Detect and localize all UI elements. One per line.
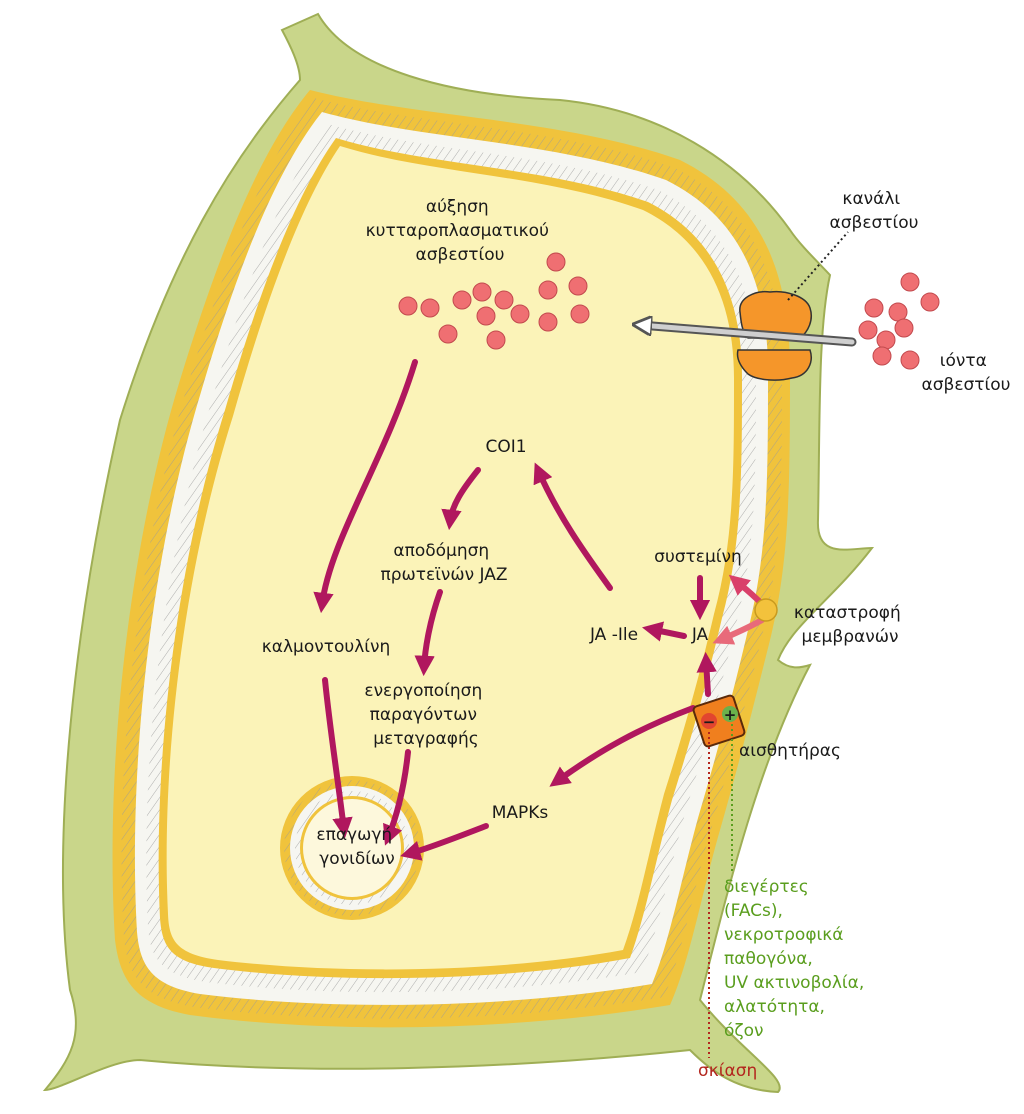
arrow-ja-to-jaile — [642, 621, 687, 642]
arrow-calcium-to-calmodulin — [313, 359, 418, 614]
arrow-damage-to-systemin — [728, 574, 763, 605]
membrane-damage-label: καταστροφή μεμβρανών — [794, 603, 906, 647]
arrow-jaile-to-coi1 — [533, 462, 613, 591]
sensor-label: αισθητήρας — [739, 741, 841, 761]
calcium-ions-outside — [858, 272, 940, 370]
cytoplasm — [166, 146, 734, 970]
membrane-damage-dot — [754, 598, 778, 622]
shading-label: σκίαση — [698, 1061, 757, 1081]
arrow-coi1-to-jaz — [441, 467, 481, 531]
arrow-mapks-to-genes — [400, 823, 489, 861]
calcium-ions-inside — [398, 252, 590, 350]
arrow-sensor-to-ja — [696, 651, 717, 697]
signal-arrows — [313, 359, 717, 861]
nucleus — [280, 776, 424, 920]
calcium-channel-label: κανάλι ασβεστίου — [829, 189, 918, 233]
calcium-increase-label: αύξηση κυτταροπλασματικού ασβεστίου — [366, 197, 555, 265]
calcium-ions-label: ιόντα ασβεστίου — [921, 351, 1010, 395]
arrow-calmodulin-to-genes — [322, 677, 353, 839]
arrow-jaz-to-tf — [414, 589, 443, 677]
coi1-label: COI1 — [485, 437, 526, 457]
channel-pointer — [787, 231, 849, 301]
sensor-plus-sign: + — [724, 706, 737, 724]
elicitors-label: διεγέρτες (FACs), νεκροτροφικά παθογόνα,… — [724, 877, 870, 1041]
sensor-minus-icon — [701, 713, 717, 729]
mapks-label: MAPKs — [492, 803, 549, 823]
jaz-degradation-label: αποδόμηση πρωτεϊνών JAZ — [380, 541, 507, 585]
systemin-label: συστεμίνη — [654, 547, 742, 567]
ja-label: JA — [691, 625, 709, 645]
calcium-channel — [736, 290, 812, 381]
arrow-damage-to-ja — [712, 617, 765, 645]
sensor-plus-icon — [722, 706, 738, 722]
arrow-tf-to-genes — [383, 749, 411, 846]
arrow-sensor-to-mapks — [549, 705, 696, 787]
gene-induction-label: επαγωγή γονιδίων — [316, 825, 397, 869]
sensor-minus-sign: − — [703, 713, 716, 731]
ja-ile-label: JA -Ile — [589, 625, 638, 645]
calmodulin-label: καλμοντουλίνη — [262, 637, 391, 657]
tf-activation-label: ενεργοποίηση παραγόντων μεταγραφής — [364, 681, 487, 749]
